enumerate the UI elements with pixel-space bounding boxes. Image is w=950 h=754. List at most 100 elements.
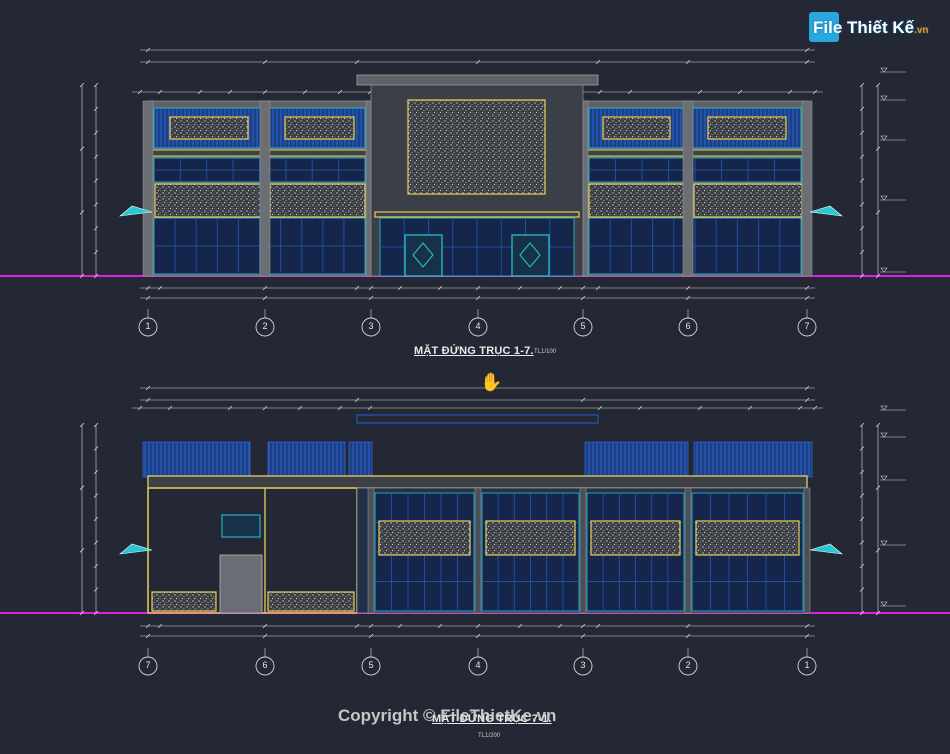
dimension-tick: [79, 485, 85, 490]
dimension-tick: [859, 273, 865, 279]
dimension-tick: [517, 285, 523, 291]
dimension-tick: [227, 89, 233, 95]
dimension-tick: [79, 548, 85, 553]
middle-textured-band: [269, 183, 366, 218]
base-textured-band: [267, 591, 355, 612]
dimension-tick: [685, 633, 691, 639]
dimension-tick: [747, 405, 753, 411]
dimension-tick: [262, 623, 268, 629]
top-axis-label-1: 1: [145, 321, 151, 331]
axis-bubble: [573, 656, 593, 676]
dimension-tick: [367, 405, 373, 411]
dimension-tick: [137, 89, 143, 95]
dimension-tick: [812, 405, 818, 411]
dimension-tick: [859, 446, 865, 451]
dimension-tick: [804, 59, 810, 65]
level-marker: [880, 195, 888, 201]
floor-band: [582, 149, 808, 157]
dimension-tick: [859, 225, 865, 231]
column: [579, 487, 587, 614]
top-axis-label-3: 3: [368, 321, 374, 331]
bottom-axis-label-3: 3: [580, 660, 586, 670]
axis-bubble: [255, 317, 275, 337]
bottom-axis-label-5: 5: [368, 660, 374, 670]
dimension-tick: [93, 540, 99, 545]
dimension-tick: [875, 610, 881, 616]
axis-bubble: [468, 317, 488, 337]
dimension-tick: [804, 385, 810, 391]
dimension-tick: [157, 285, 163, 291]
service-window: [221, 514, 261, 538]
decorative-canopy-icon: [119, 205, 153, 217]
dimension-tick: [637, 405, 643, 411]
dimension-tick: [875, 422, 881, 428]
dimension-tick: [93, 106, 99, 112]
service-door: [219, 554, 263, 614]
elevation-7-1: [0, 385, 950, 676]
dimension-tick: [397, 285, 403, 291]
column: [367, 487, 375, 614]
upper-window-panel: [169, 116, 249, 140]
dimension-tick: [685, 295, 691, 301]
dimension-tick: [697, 405, 703, 411]
dimension-tick: [79, 610, 85, 616]
dimension-tick: [93, 516, 99, 522]
entrance-door: [511, 234, 550, 277]
upper-window-panel: [284, 116, 355, 140]
roof-parapet: [356, 414, 599, 424]
dimension-tick: [437, 623, 443, 629]
facade-textured-panel: [590, 520, 681, 556]
dimension-tick: [875, 273, 881, 279]
dimension-tick: [685, 59, 691, 65]
column: [684, 487, 692, 614]
dimension-tick: [368, 623, 374, 629]
elevation-1-7: [0, 47, 950, 337]
dimension-tick: [859, 154, 865, 159]
dimension-tick: [595, 285, 601, 291]
level-marker: [880, 432, 888, 438]
roof-louver: [142, 441, 251, 478]
hand-cursor-icon: ✋: [480, 372, 503, 393]
drawing-scale-top: TL1/100: [534, 349, 557, 355]
column: [682, 100, 694, 277]
dimension-tick: [145, 397, 151, 403]
dimension-tick: [93, 610, 99, 616]
roof-louver: [693, 441, 813, 478]
dimension-tick: [580, 633, 586, 639]
decorative-canopy-icon: [119, 543, 153, 555]
column: [142, 100, 154, 277]
dimension-tick: [197, 89, 203, 95]
bottom-axis-label-4: 4: [475, 660, 481, 670]
dimension-tick: [859, 493, 865, 498]
dimension-tick: [93, 202, 99, 207]
axis-bubble: [361, 656, 381, 676]
dimension-tick: [859, 130, 865, 136]
dimension-tick: [93, 130, 99, 136]
top-axis-label-5: 5: [580, 321, 586, 331]
facade-textured-panel: [485, 520, 576, 556]
middle-textured-band: [154, 183, 263, 218]
dimension-tick: [79, 82, 85, 88]
dimension-tick: [595, 59, 601, 65]
dimension-tick: [812, 89, 818, 95]
axis-bubble: [138, 317, 158, 337]
dimension-tick: [685, 285, 691, 291]
dimension-tick: [145, 285, 151, 291]
dimension-tick: [262, 633, 268, 639]
dimension-tick: [580, 397, 586, 403]
dimension-tick: [79, 146, 85, 151]
dimension-tick: [859, 540, 865, 545]
dimension-tick: [597, 89, 603, 95]
roof-louver: [348, 441, 373, 478]
dimension-tick: [93, 249, 99, 255]
facade-textured-panel: [695, 520, 800, 556]
level-marker: [880, 135, 888, 141]
dimension-tick: [859, 82, 865, 88]
dimension-tick: [859, 469, 865, 475]
logo-badge: [809, 12, 839, 42]
dimension-tick: [804, 397, 810, 403]
dimension-tick: [475, 295, 481, 301]
dimension-tick: [368, 285, 374, 291]
dimension-tick: [859, 563, 865, 569]
dimension-tick: [354, 623, 360, 629]
